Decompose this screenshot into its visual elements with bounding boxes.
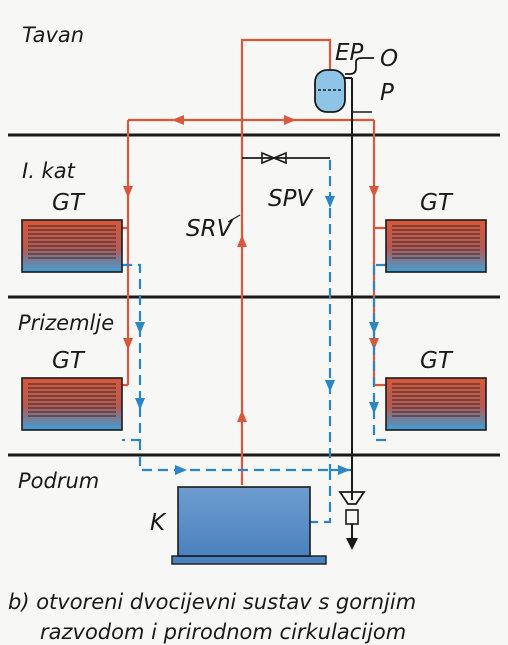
radiator-ground-right [385, 377, 487, 431]
supply-arrow-left-1 [123, 186, 133, 198]
return-left-collector [122, 263, 142, 442]
radiator-label-first-left: GT [52, 190, 86, 216]
supply-arrow-right-2 [369, 338, 379, 350]
radiator-label-ground-left: GT [52, 348, 86, 374]
caption-line-1: b) otvoreni dvocijevni sustav s gornjim [8, 590, 416, 614]
safety-pipe-label: P [380, 80, 394, 106]
supply-main-riser [240, 38, 332, 485]
supply-arrow-left-2 [123, 338, 133, 350]
radiator-ground-left [21, 377, 123, 431]
return-riser-label: SPV [268, 186, 314, 212]
drain-trap-icon [345, 509, 359, 525]
drain-arrow-icon [346, 538, 358, 550]
supply-arrow-attic-right [284, 115, 296, 125]
return-to-boiler-right [310, 470, 332, 524]
return-pipes [122, 160, 386, 524]
radiator-label-first-right: GT [420, 190, 454, 216]
return-arrow-left-2 [135, 398, 145, 410]
boiler [171, 486, 327, 565]
return-arrow-right-1 [369, 322, 379, 334]
supply-arrow-attic-left [172, 115, 184, 125]
safety-pipe [345, 77, 372, 500]
return-arrow-basement [175, 465, 187, 475]
return-arrow-to-drain [338, 465, 350, 475]
expansion-tank-body [314, 69, 346, 113]
supply-arrows [123, 115, 379, 422]
supply-arrow-riser-1 [237, 235, 247, 247]
return-arrow-left-1 [135, 322, 145, 334]
radiator-label-ground-right: GT [420, 348, 454, 374]
supply-arrow-riser-2 [237, 410, 247, 422]
supply-riser-leader [227, 214, 241, 223]
expansion-tank [314, 57, 374, 113]
drain-funnel [338, 491, 366, 550]
floor-label-ground: Prizemlje [18, 311, 114, 335]
floor-label-basement: Podrum [18, 469, 99, 493]
floor-lines [8, 133, 500, 457]
return-arrows [135, 196, 379, 475]
overflow-label: O [380, 46, 398, 72]
floor-label-attic: Tavan [22, 23, 84, 47]
bypass-with-valve [242, 151, 330, 165]
caption-line-2: razvodom i prirodnom cirkulacijom [40, 620, 406, 644]
return-arrow-right-2 [369, 402, 379, 414]
supply-riser-label: SRV [186, 216, 235, 242]
funnel-icon [338, 491, 366, 505]
supply-pipes [122, 38, 386, 485]
valve-icon [261, 151, 287, 165]
floor-label-first: I. kat [22, 159, 76, 183]
expansion-tank-label: EP [335, 40, 364, 66]
radiator-first-right [385, 219, 487, 273]
return-arrow-riser-2 [325, 380, 335, 392]
radiator-first-left [21, 219, 123, 273]
return-arrow-riser-1 [325, 196, 335, 208]
overflow-pipe-icon [345, 57, 374, 75]
return-left-to-boiler [138, 440, 330, 472]
boiler-label: K [150, 510, 167, 536]
supply-arrow-right-1 [369, 186, 379, 198]
